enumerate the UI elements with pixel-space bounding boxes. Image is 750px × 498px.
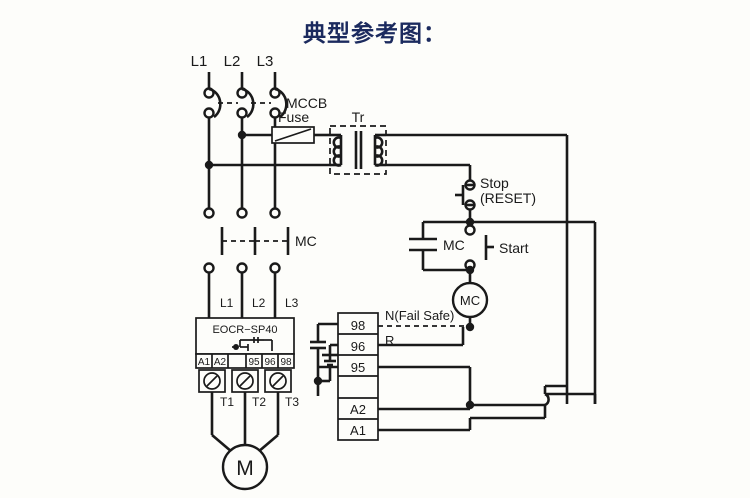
fuse-label: Fuse	[278, 109, 309, 125]
terminal-block-row-98: 98	[351, 318, 365, 333]
stop-button-label: Stop	[480, 175, 509, 191]
mc-coil-label: MC	[460, 293, 480, 308]
phase-label-l1: L1	[191, 53, 208, 70]
fail-safe-annotation: N(Fail Safe)	[385, 308, 454, 323]
stop-button-sublabel: (RESET)	[480, 190, 536, 206]
eocr-terminal-row: A1 A2 95 96 98	[195, 353, 295, 369]
relay-input-l2: L2	[252, 296, 266, 310]
mccb-label: MCCB	[286, 95, 327, 111]
page-title: 典型参考图：	[303, 21, 447, 47]
transformer-symbol	[330, 131, 386, 169]
terminal-a2-wire	[378, 392, 597, 411]
mc-holding-contact	[409, 220, 470, 272]
r-wire	[378, 327, 465, 347]
mc-holding-contact-label: MC	[443, 237, 465, 253]
transformer-label: Tr	[352, 109, 365, 125]
terminal-block: 98 96 95 A2 A1	[337, 312, 379, 441]
phase-label-l3: L3	[257, 53, 274, 70]
junction-dot	[204, 160, 214, 170]
terminal-block-left-network	[310, 322, 338, 396]
mc-coil: MC	[451, 281, 489, 332]
junction-dot	[237, 130, 247, 140]
junction-dot	[465, 322, 475, 332]
eocr-terminal-a1: A1	[198, 357, 211, 368]
terminal-block-row-a1: A1	[350, 423, 366, 438]
relay-internal-symbol	[232, 337, 273, 351]
eocr-terminal-96: 96	[264, 357, 276, 368]
r-line-annotation: R	[385, 333, 394, 348]
terminal-block-row-95: 95	[351, 360, 365, 375]
eocr-terminal-a2: A2	[214, 357, 227, 368]
main-phase-conductors	[207, 117, 277, 208]
terminal-block-row-96: 96	[351, 339, 365, 354]
stop-button[interactable]	[455, 179, 476, 211]
start-button-label: Start	[499, 240, 529, 256]
relay-input-l1: L1	[220, 296, 234, 310]
secondary-wiring	[386, 133, 569, 404]
mc-main-contactor	[203, 207, 290, 274]
mc-contactor-label: MC	[295, 233, 317, 249]
relay-output-t1: T1	[220, 395, 234, 409]
terminal-95-wire	[378, 365, 472, 405]
relay-output-t3: T3	[285, 395, 299, 409]
contactor-to-relay-conductors	[207, 272, 277, 318]
phase-label-l2: L2	[224, 53, 241, 70]
motor-leads	[210, 392, 280, 453]
relay-output-t2: T2	[252, 395, 266, 409]
start-button[interactable]	[464, 224, 495, 271]
eocr-screw-terminals	[198, 369, 292, 393]
control-transformer-branch	[204, 126, 330, 170]
terminal-block-row-a2: A2	[350, 402, 366, 417]
transformer-enclosure	[329, 125, 387, 175]
relay-input-l3: L3	[285, 296, 299, 310]
eocr-relay-body: EOCR−SP40	[195, 317, 295, 355]
stop-node-bus	[470, 220, 597, 404]
motor-label: M	[236, 457, 254, 480]
motor: M	[221, 443, 269, 491]
eocr-model-label: EOCR−SP40	[212, 324, 277, 336]
eocr-terminal-95: 95	[248, 357, 260, 368]
mccb-breaker	[203, 87, 288, 119]
eocr-terminal-98: 98	[280, 357, 292, 368]
terminal-a1-wire	[378, 384, 567, 432]
supply-lines	[207, 72, 277, 88]
